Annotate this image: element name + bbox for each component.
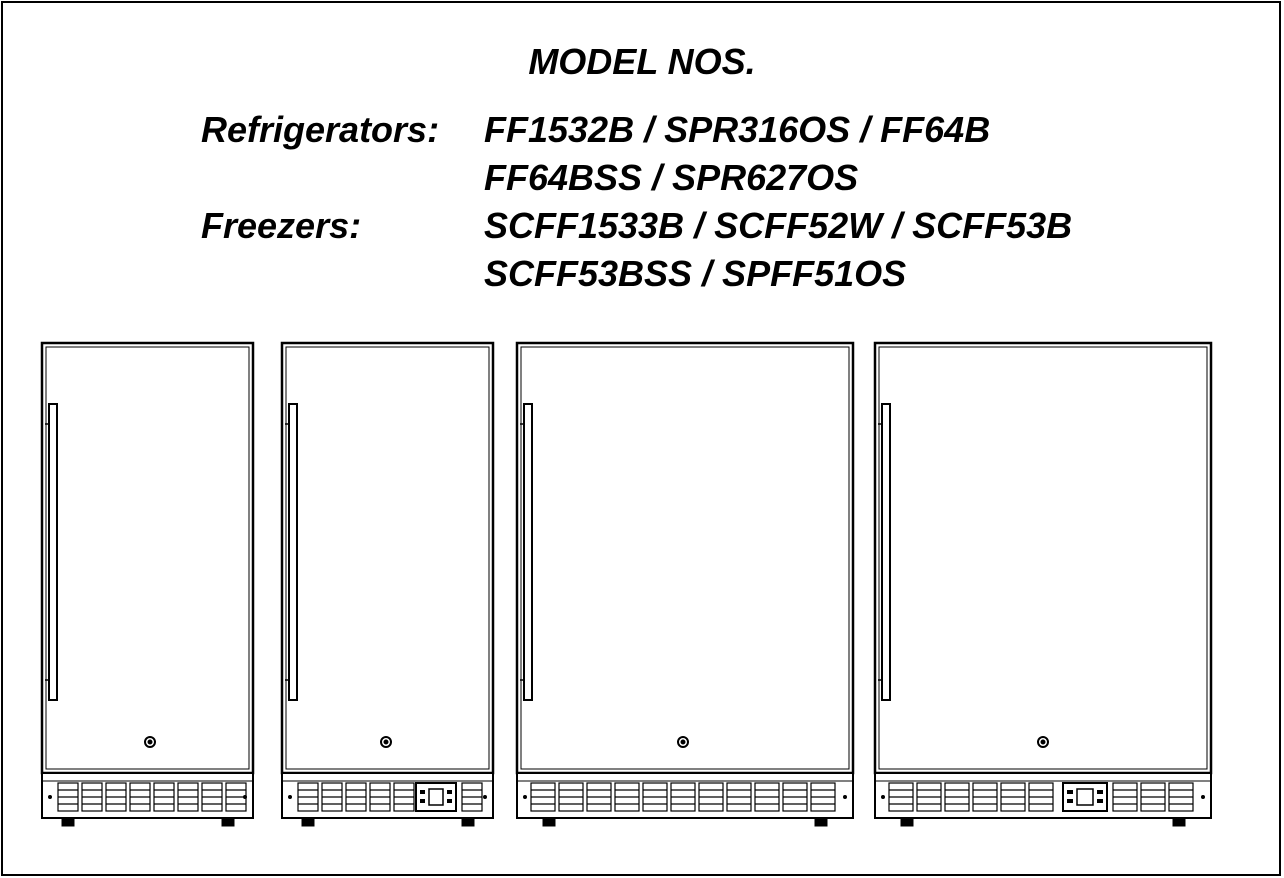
refrigerator-models-line-1: FF1532B / SPR316OS / FF64B bbox=[484, 109, 991, 150]
wide-unit-illustration bbox=[515, 340, 855, 835]
narrow-unit-illustration bbox=[40, 340, 255, 835]
freezer-models-line-2: SCFF53BSS / SPFF51OS bbox=[484, 253, 907, 294]
page-title: MODEL NOS. bbox=[528, 41, 756, 82]
narrow-unit-control-panel-illustration bbox=[280, 340, 495, 835]
appliance-drawing bbox=[873, 341, 1213, 827]
appliance-drawing bbox=[40, 341, 255, 827]
appliance-drawing bbox=[515, 341, 855, 827]
wide-unit-control-panel-illustration bbox=[873, 340, 1213, 835]
freezers-label: Freezers: bbox=[201, 205, 362, 246]
refrigerators-label: Refrigerators: bbox=[201, 109, 440, 150]
refrigerator-models-line-2: FF64BSS / SPR627OS bbox=[484, 157, 859, 198]
freezer-models-line-1: SCFF1533B / SCFF52W / SCFF53B bbox=[484, 205, 1073, 246]
appliance-drawing bbox=[280, 341, 495, 827]
